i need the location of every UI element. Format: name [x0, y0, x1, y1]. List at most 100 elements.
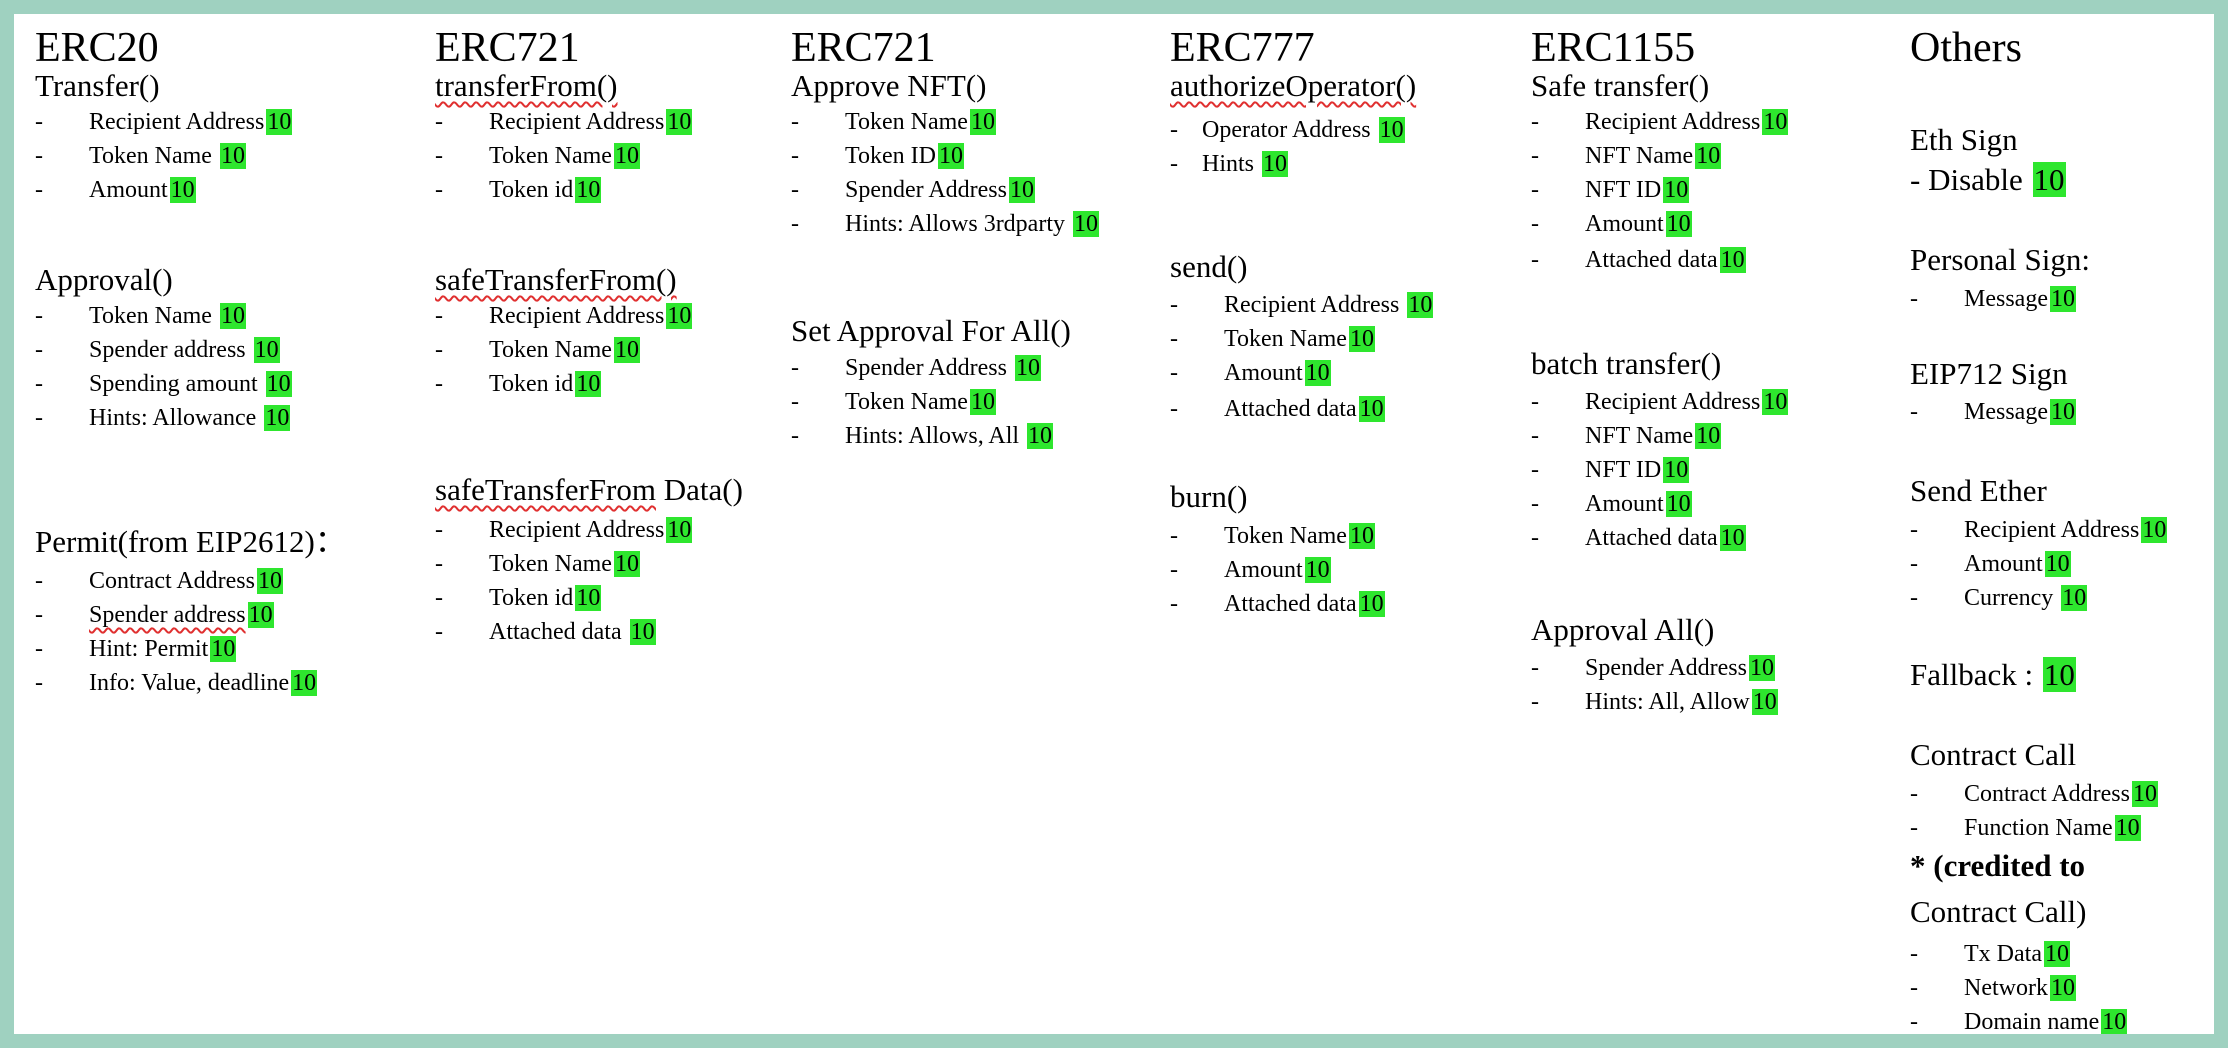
- list-dash: -: [1531, 211, 1539, 237]
- score-badge: 10: [1008, 177, 1035, 203]
- item-label: Attached data: [1224, 396, 1357, 422]
- item-label: Hints: Allows 3rdparty: [845, 211, 1071, 237]
- score-badge: 10: [247, 602, 274, 628]
- item-label: Hints: Allows, All: [845, 423, 1026, 449]
- list-dash: -: [1170, 396, 1178, 422]
- list-dash: -: [1531, 457, 1539, 483]
- item-label: Network: [1964, 975, 2048, 1001]
- list-dash: -: [1531, 655, 1539, 681]
- score-badge: 10: [219, 143, 246, 169]
- score-badge: 10: [1751, 689, 1778, 715]
- item-label: Spending amount: [89, 371, 264, 397]
- score-badge: 10: [1719, 525, 1746, 551]
- list-dash: -: [435, 143, 443, 169]
- list-dash: -: [1910, 551, 1918, 577]
- list-dash: -: [35, 602, 43, 628]
- section-title: EIP712 Sign: [1910, 356, 2068, 391]
- section-title: send(): [1170, 249, 1248, 284]
- list-dash: -: [1531, 525, 1539, 551]
- list-dash: -: [35, 109, 43, 135]
- score-badge: 10: [1663, 177, 1690, 203]
- item-label: Hint: Permit: [89, 636, 209, 662]
- score-badge: 10: [1304, 557, 1331, 583]
- item-label: Attached data: [1585, 247, 1718, 273]
- score-badge: 10: [1695, 143, 1722, 169]
- item-label: Amount: [1585, 211, 1664, 237]
- item-label: Recipient Address: [89, 109, 265, 135]
- score-badge: 10: [666, 517, 693, 543]
- section-title: Send Ether: [1910, 473, 2047, 508]
- score-badge: 10: [613, 143, 640, 169]
- item-label: Spender Address: [1585, 655, 1747, 681]
- item-label: Message: [1964, 286, 2048, 312]
- list-dash: -: [1531, 177, 1539, 203]
- score-badge: 10: [613, 337, 640, 363]
- item-label: Amount: [1224, 360, 1303, 386]
- item-label: Function Name: [1964, 815, 2113, 841]
- score-badge: 10: [2114, 815, 2141, 841]
- list-dash: -: [435, 337, 443, 363]
- score-badge: 10: [1262, 151, 1289, 177]
- item-label: Tx Data: [1964, 941, 2042, 967]
- score-badge: 10: [2042, 657, 2076, 692]
- list-dash: -: [35, 337, 43, 363]
- item-label: Token Name: [489, 551, 612, 577]
- item-label: Hints: [1202, 151, 1261, 177]
- section-title-word: safeTransferFrom: [435, 472, 656, 507]
- column-title: ERC20: [35, 25, 159, 71]
- score-badge: 10: [1407, 292, 1434, 318]
- inline-item: - Disable 10: [1910, 162, 2066, 198]
- list-dash: -: [1170, 117, 1178, 143]
- section-title: Approval(): [35, 262, 173, 297]
- score-badge: 10: [666, 303, 693, 329]
- score-badge: 10: [969, 389, 996, 415]
- item-label: Token id: [489, 371, 574, 397]
- item-label-wrap: Hints: Allows 3rdparty 10: [845, 209, 1099, 239]
- item-label: Operator Address: [1202, 117, 1377, 143]
- item-label: Spender address: [89, 337, 252, 363]
- item-label: NFT Name: [1585, 143, 1694, 169]
- item-label: NFT ID: [1585, 177, 1662, 203]
- score-badge: 10: [1762, 389, 1789, 415]
- list-dash: -: [1531, 109, 1539, 135]
- item-label: NFT Name: [1585, 423, 1694, 449]
- list-dash: -: [1531, 423, 1539, 449]
- section-title: Fallback : 10: [1910, 657, 2076, 693]
- list-dash: -: [35, 670, 43, 696]
- score-badge: 10: [575, 371, 602, 397]
- item-label: Info: Value, deadline: [89, 670, 290, 696]
- list-dash: -: [1531, 689, 1539, 715]
- section-title: Contract Call: [1910, 737, 2077, 772]
- item-label: Recipient Address: [489, 303, 665, 329]
- list-dash: -: [435, 109, 443, 135]
- list-dash: -: [1910, 517, 1918, 543]
- section-title: Safe transfer(): [1531, 68, 1710, 103]
- list-dash: -: [1170, 151, 1178, 177]
- item-label: Hints: All, Allow: [1585, 689, 1750, 715]
- score-badge: 10: [1358, 591, 1385, 617]
- item-label-wrap: Hints 10: [1202, 149, 1289, 179]
- section-title: Approve NFT(): [791, 68, 987, 103]
- list-dash: -: [791, 389, 799, 415]
